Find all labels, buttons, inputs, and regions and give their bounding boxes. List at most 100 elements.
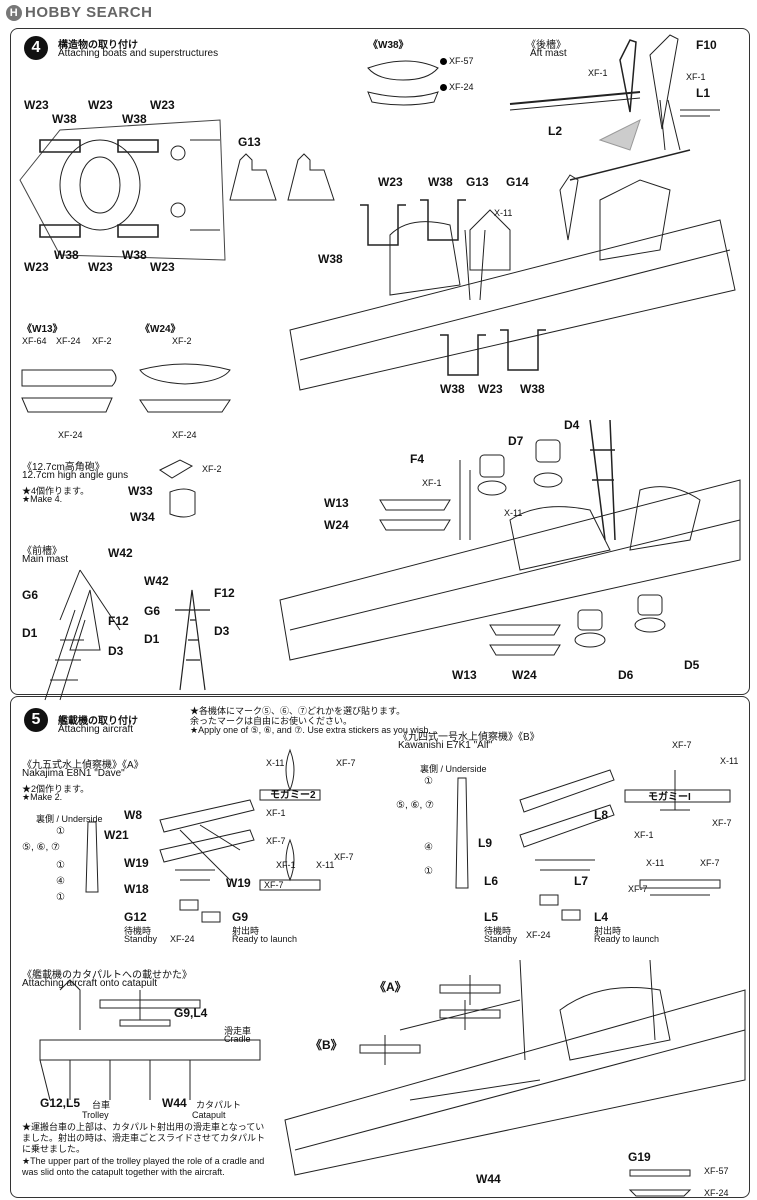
label-w23-a: W23: [24, 98, 49, 112]
plane-b-title-en: Kawanishi E7K1 "Alf": [398, 740, 493, 751]
label-w23-f: W23: [150, 260, 175, 274]
label-w38-c: W38: [54, 248, 79, 262]
w13-paint-bottom: XF-24: [58, 430, 83, 440]
label-g19-xf57: XF-57: [704, 1166, 729, 1176]
step-5-panel: [10, 696, 750, 1198]
label-f12-a: F12: [108, 614, 129, 628]
w38-paint-xf24: XF-24: [440, 82, 474, 92]
plane-b-paint-x11: X-11: [720, 756, 739, 766]
label-x11-mid: X-11: [504, 508, 523, 518]
logo-mark-icon: H: [6, 5, 22, 22]
plane-a-paint-xf7: XF-7: [336, 758, 356, 768]
plane-b-paint-x11-b: X-11: [646, 858, 665, 868]
plane-a-paint-x11-b: X-11: [316, 860, 335, 870]
w24-paint-bottom: XF-24: [172, 430, 197, 440]
plane-b-paint-xf24: XF-24: [526, 930, 551, 940]
step-5-number: 5: [24, 708, 48, 732]
plane-b-launch-jp: 射出時: [594, 926, 622, 936]
label-g19: G19: [628, 1150, 651, 1164]
plane-b-paint-xf7-d: XF-7: [628, 884, 648, 894]
plane-b-paint-xf7-b: XF-7: [712, 818, 732, 828]
step-5-title-en: Attaching aircraft: [58, 724, 134, 735]
ship-hull-upper-drawing: [289, 149, 736, 391]
label-ship-w38-bottom2: W38: [520, 382, 545, 396]
label-ship-a: 《A》: [374, 980, 407, 994]
plane-b-wing-text: モガミーI: [648, 792, 691, 803]
label-catapult-jp: カタパルト: [196, 1100, 242, 1110]
ship-hull-lower-drawing: [279, 419, 741, 661]
label-d1-b: D1: [144, 632, 160, 646]
label-l5: L5: [484, 910, 499, 924]
aft-mast-title-jp: 《後檣》: [526, 40, 566, 51]
label-catapult-en: Catapult: [192, 1110, 226, 1120]
label-w33: W33: [128, 484, 153, 498]
label-w38-b: W38: [122, 112, 147, 126]
label-w23-c: W23: [150, 98, 175, 112]
plane-b-standby-en: Standby: [484, 934, 518, 944]
label-d1-a: D1: [22, 626, 38, 640]
plane-a-mark-1c: ①: [56, 892, 65, 903]
label-f4: F4: [410, 452, 425, 466]
plane-b-underside: 裏側 / Underside: [420, 764, 487, 774]
guns-title-en: 12.7cm high angle guns: [22, 470, 129, 481]
label-g9: G9: [232, 910, 249, 924]
label-d3-a: D3: [108, 644, 124, 658]
catapult-text-jp: ★運搬台車の上部は、カタパルト射出用の滑走車となっていました。射出の時は、滑走車…: [22, 1122, 266, 1154]
w24-paint-xf2: XF-2: [172, 336, 192, 346]
logo-text: HOBBY SEARCH: [25, 4, 153, 21]
label-w19-b: W19: [226, 876, 251, 890]
label-w24-ship: W24: [324, 518, 349, 532]
plane-a-paint-xf1: XF-1: [266, 808, 286, 818]
label-w44-catapult: W44: [162, 1096, 187, 1110]
plane-a-mark-567: ⑤, ⑥, ⑦: [22, 842, 61, 853]
guns-paint: XF-2: [202, 464, 222, 474]
label-ship-w38: W38: [428, 175, 453, 189]
plane-b-mark-1a: ①: [424, 776, 433, 787]
label-trolley-en: Trolley: [82, 1110, 109, 1120]
step-5-note-en: ★Apply one of ⑤, ⑥, and ⑦. Use extra sti…: [190, 725, 431, 735]
step-4-title-jp: 構造物の取り付け: [58, 40, 138, 51]
label-g6-b: G6: [144, 604, 161, 618]
label-f12-b: F12: [214, 586, 235, 600]
catapult-title-jp: 《艦載機のカタパルトへの載せかた》: [22, 970, 192, 981]
plane-b-mark-1b: ①: [424, 866, 433, 877]
label-ship-g13: G13: [466, 175, 489, 189]
label-w18: W18: [124, 882, 149, 896]
w24-title: 《W24》: [140, 324, 181, 335]
plane-a-note-jp: ★2個作ります。: [22, 784, 90, 794]
label-w19-a: W19: [124, 856, 149, 870]
paint-dot-icon: [440, 84, 447, 92]
plane-b-paint-xf1: XF-1: [634, 830, 654, 840]
deck-top-view-drawing: [19, 119, 226, 261]
plane-a-mark-1a: ①: [56, 826, 65, 837]
label-trolley-jp: 台車: [92, 1100, 111, 1110]
label-d5: D5: [684, 658, 700, 672]
plane-a-standby-jp: 待機時: [124, 926, 152, 936]
ship-catapult-drawing: [284, 959, 746, 1197]
plane-a-paint-xf24: XF-24: [170, 934, 195, 944]
label-f10: F10: [696, 38, 717, 52]
plane-b-paint-xf7-c: XF-7: [700, 858, 720, 868]
plane-a-note-en: ★Make 2.: [22, 792, 63, 802]
guns-note-en: ★Make 4.: [22, 494, 63, 504]
label-l2: L2: [548, 124, 563, 138]
catapult-title-en: Attaching aircraft onto catapult: [22, 978, 158, 989]
catapult-drawing: [39, 979, 261, 1101]
label-g12-l5: G12,L5: [40, 1096, 81, 1110]
plane-a-title-jp: 《九五式水上偵察機》《A》: [22, 760, 144, 771]
label-ship-b: 《B》: [310, 1038, 343, 1052]
plane-b-paint-xf7: XF-7: [672, 740, 692, 750]
step-5-note-jp1: ★各機体にマーク⑤、⑥、⑦どれかを選び貼ります。: [190, 706, 406, 716]
w13-paint-xf64: XF-64: [22, 336, 47, 346]
label-l4: L4: [594, 910, 609, 924]
label-w23-e: W23: [88, 260, 113, 274]
label-l6: L6: [484, 874, 499, 888]
main-mast-title-jp: 《前檣》: [22, 546, 62, 557]
plane-a-underside: 裏側 / Underside: [36, 814, 103, 824]
label-l9: L9: [478, 836, 493, 850]
plane-a-title-en: Nakajima E8N1 "Dave": [22, 768, 125, 779]
plane-b-mark-567: ⑤, ⑥, ⑦: [396, 800, 435, 811]
